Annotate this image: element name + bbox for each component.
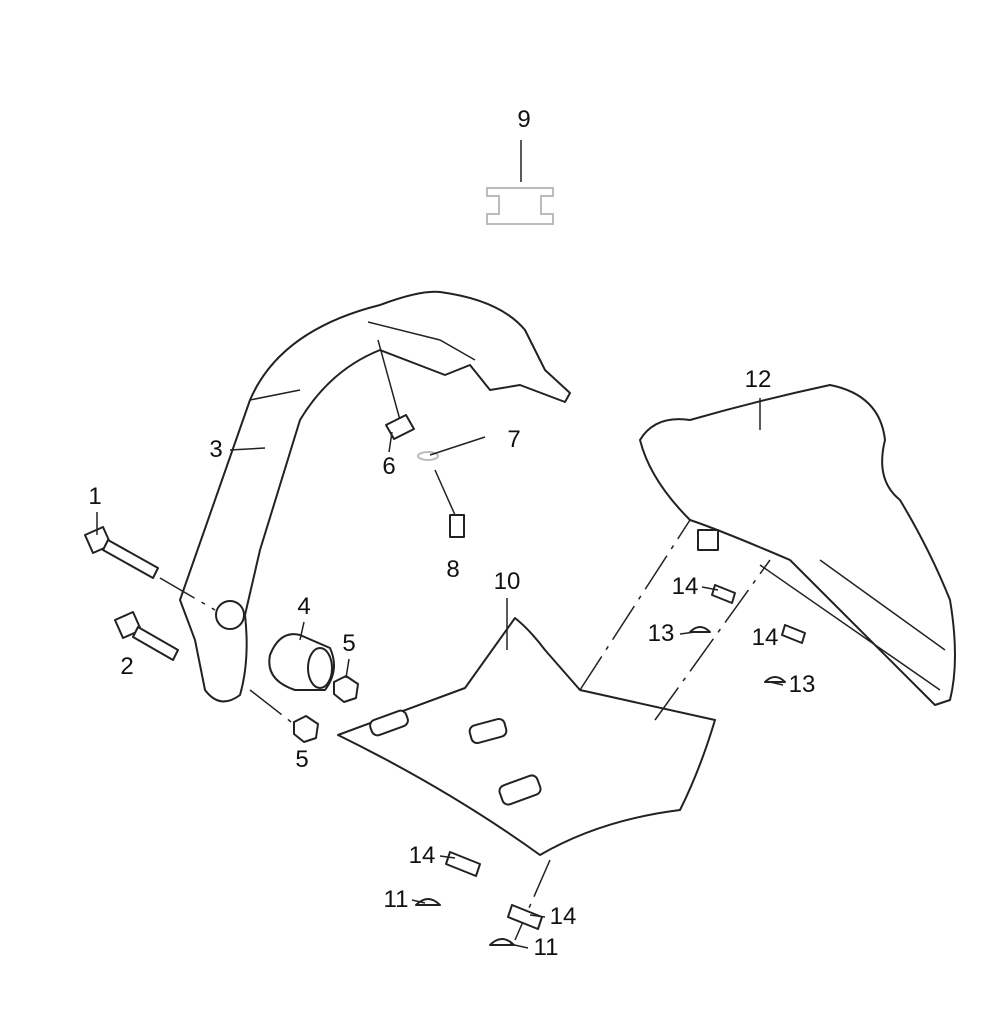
part-4-bushing bbox=[268, 633, 335, 691]
callout-13: 13 bbox=[647, 620, 675, 647]
callout-3: 3 bbox=[209, 436, 223, 463]
assembly-line bbox=[249, 689, 296, 726]
assembly-line bbox=[579, 519, 691, 691]
callout-6: 6 bbox=[382, 453, 396, 480]
callout-12: 12 bbox=[744, 366, 772, 393]
callout-11: 11 bbox=[383, 886, 409, 913]
leader-lines bbox=[96, 398, 784, 949]
callout-11: 11 bbox=[533, 934, 559, 961]
assembly-line bbox=[514, 859, 551, 941]
part-1-bolt bbox=[84, 526, 216, 611]
part-10-plate bbox=[337, 617, 716, 856]
callout-14: 14 bbox=[549, 903, 577, 930]
callout-14: 14 bbox=[751, 624, 779, 651]
callout-7: 7 bbox=[507, 426, 521, 453]
part-12-cover bbox=[639, 384, 956, 706]
callout-4: 4 bbox=[297, 593, 311, 620]
callout-14: 14 bbox=[671, 573, 699, 600]
callout-13: 13 bbox=[788, 671, 816, 698]
callout-9: 9 bbox=[517, 106, 531, 133]
callout-5: 5 bbox=[342, 630, 356, 657]
callout-1: 1 bbox=[88, 483, 102, 510]
callout-14: 14 bbox=[408, 842, 436, 869]
callout-8: 8 bbox=[446, 556, 460, 583]
part-9-grommet bbox=[486, 140, 554, 225]
callout-2: 2 bbox=[120, 653, 134, 680]
part-5-nut bbox=[293, 715, 319, 743]
part-5-nut bbox=[333, 675, 359, 703]
callout-10: 10 bbox=[493, 568, 521, 595]
callout-5: 5 bbox=[295, 746, 309, 773]
part-2-bolt bbox=[114, 611, 179, 661]
assembly-line bbox=[654, 559, 771, 721]
part-3-bracket bbox=[179, 290, 571, 703]
